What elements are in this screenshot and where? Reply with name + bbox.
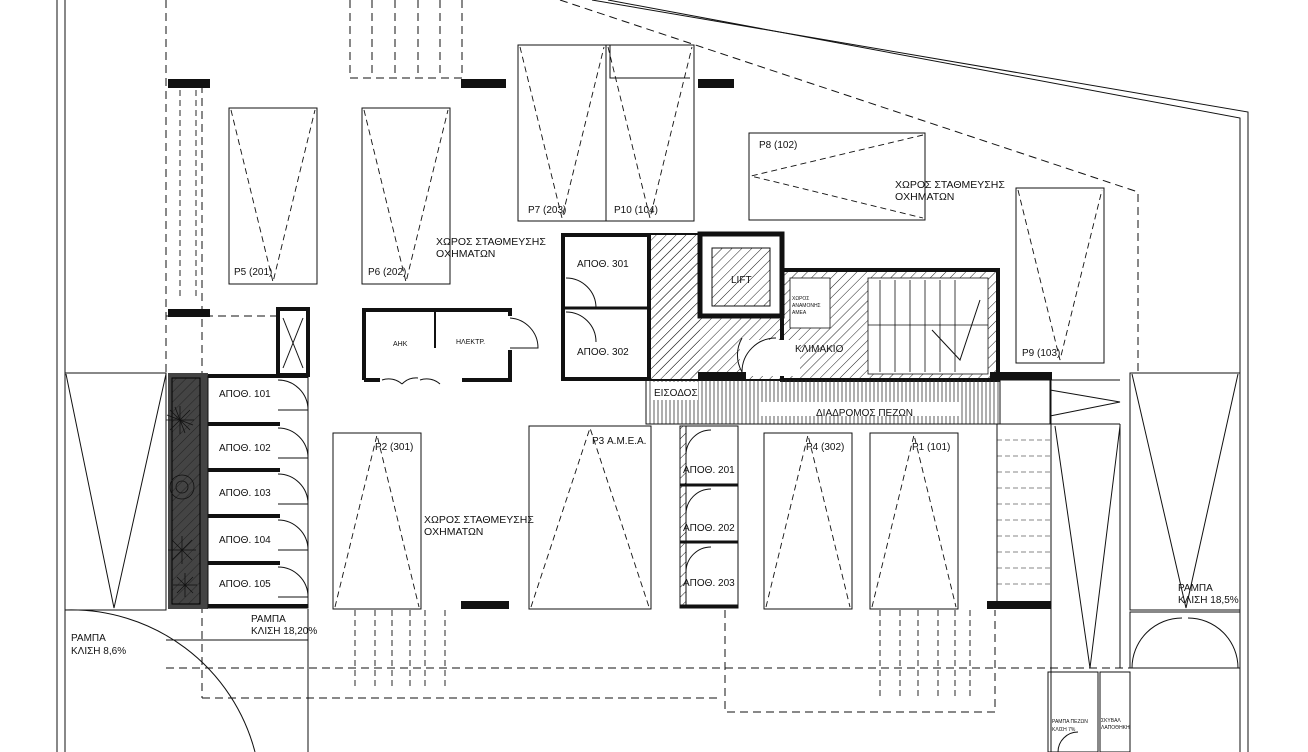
storage-201-203 bbox=[679, 425, 739, 609]
bay-p7 bbox=[517, 44, 607, 222]
ramp-label-left-1: ΡΑΜΠΑ bbox=[71, 633, 106, 644]
space-label-p9: P9 (103) bbox=[1022, 348, 1060, 359]
storage-label-302: ΑΠΟΘ. 302 bbox=[577, 347, 629, 358]
plant-icons bbox=[166, 406, 197, 597]
bay-p2 bbox=[332, 432, 422, 610]
bay-p9 bbox=[1015, 187, 1105, 364]
space-label-p5: P5 (201) bbox=[234, 267, 272, 278]
space-label-p1: P1 (101) bbox=[912, 442, 950, 453]
storage-block-west bbox=[168, 307, 310, 609]
pedestrian-walkway bbox=[645, 379, 1121, 425]
bay-p1 bbox=[869, 432, 959, 610]
room-label-ahk: ΑΗΚ bbox=[393, 341, 408, 348]
room-label-note-1: ΧΩΡΟΣ bbox=[792, 296, 809, 302]
ramp-label-left-2: ΚΛΙΣΗ 8,6% bbox=[71, 646, 126, 657]
parking-area-label-south-2: ΟΧΗΜΑΤΩΝ bbox=[424, 526, 483, 538]
room-label-walkway: ΔΙΑΔΡΟΜΟΣ ΠΕΖΩΝ bbox=[816, 408, 913, 419]
bay-p10 bbox=[605, 44, 695, 222]
parking-bays bbox=[228, 44, 1105, 610]
storage-label-104: ΑΠΟΘ. 104 bbox=[219, 535, 271, 546]
bay-p3 bbox=[528, 425, 652, 610]
room-label-skyvala-2: ΛΑΠΟΘΗΚΗ bbox=[1101, 725, 1130, 731]
space-label-p8: P8 (102) bbox=[759, 140, 797, 151]
parking-area-label-north-1: ΧΩΡΟΣ ΣΤΑΘΜΕΥΣΗΣ bbox=[436, 236, 546, 248]
space-label-p7: P7 (203) bbox=[528, 205, 566, 216]
ramp-label-right-1: ΡΑΜΠΑ bbox=[1178, 583, 1213, 594]
ramp-label-middle-2: ΚΛΙΣΗ 18,20% bbox=[251, 626, 317, 637]
storage-label-102: ΑΠΟΘ. 102 bbox=[219, 443, 271, 454]
columns bbox=[168, 79, 1052, 609]
room-label-ilektr: ΗΛΕΚΤΡ. bbox=[456, 339, 485, 346]
ramps bbox=[64, 372, 1241, 752]
bay-p5 bbox=[228, 107, 318, 285]
storage-label-202: ΑΠΟΘ. 202 bbox=[683, 523, 735, 534]
space-label-p4: P4 (302) bbox=[806, 442, 844, 453]
parking-area-label-north-2: ΟΧΗΜΑΤΩΝ bbox=[436, 248, 495, 260]
parking-area-label-south-1: ΧΩΡΟΣ ΣΤΑΘΜΕΥΣΗΣ bbox=[424, 514, 534, 526]
parking-area-label-east-2: ΟΧΗΜΑΤΩΝ bbox=[895, 191, 954, 203]
core-stair-lift bbox=[649, 231, 1020, 382]
space-label-p3: P3 Α.Μ.Ε.Α. bbox=[592, 436, 646, 447]
storage-label-105: ΑΠΟΘ. 105 bbox=[219, 579, 271, 590]
room-label-entrance: ΕΙΣΟΔΟΣ bbox=[654, 388, 698, 399]
room-label-lift: LIFT bbox=[731, 275, 752, 286]
ramp-label-right-2: ΚΛΙΣΗ 18,5% bbox=[1178, 595, 1239, 606]
ramp-label-pedestrian-2: ΚΛΙΣΗ 7% bbox=[1052, 727, 1076, 733]
room-label-note-3: ΑΜΕΑ bbox=[792, 310, 807, 316]
bay-p4 bbox=[763, 432, 853, 610]
east-stair-block bbox=[996, 380, 1052, 752]
storage-label-101: ΑΠΟΘ. 101 bbox=[219, 389, 271, 400]
utility-rooms bbox=[362, 308, 539, 385]
south-dashed-lanes bbox=[354, 610, 971, 700]
storage-label-203: ΑΠΟΘ. 203 bbox=[683, 578, 735, 589]
storage-label-103: ΑΠΟΘ. 103 bbox=[219, 488, 271, 499]
space-label-p6: P6 (202) bbox=[368, 267, 406, 278]
storage-label-301: ΑΠΟΘ. 301 bbox=[577, 259, 629, 270]
space-label-p2: P2 (301) bbox=[375, 442, 413, 453]
storage-label-201: ΑΠΟΘ. 201 bbox=[683, 465, 735, 476]
space-label-p10: P10 (104) bbox=[614, 205, 658, 216]
ramp-label-middle-1: ΡΑΜΠΑ bbox=[251, 614, 286, 625]
room-label-skyvala-1: ΣΚΥΒΑΛ bbox=[1101, 718, 1121, 724]
labels: ΧΩΡΟΣ ΣΤΑΘΜΕΥΣΗΣ ΟΧΗΜΑΤΩΝ ΧΩΡΟΣ ΣΤΑΘΜΕΥΣ… bbox=[71, 140, 1239, 733]
bay-p6 bbox=[361, 107, 451, 285]
room-label-stair: ΚΛΙΜΑΚΙΟ bbox=[795, 344, 844, 355]
parking-area-label-east-1: ΧΩΡΟΣ ΣΤΑΘΜΕΥΣΗΣ bbox=[895, 179, 1005, 191]
room-label-note-2: ΑΝΑΜΟΝΗΣ bbox=[792, 303, 821, 309]
ramp-label-pedestrian-1: ΡΑΜΠΑ ΠΕΖΩΝ bbox=[1052, 719, 1088, 725]
site-boundary bbox=[56, 0, 1249, 752]
bay-p8 bbox=[748, 132, 926, 221]
